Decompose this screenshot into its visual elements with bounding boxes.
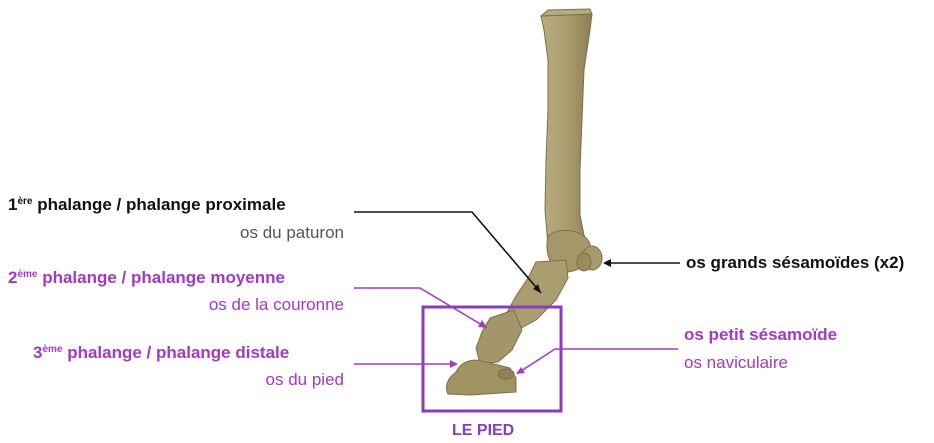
label-p1-title: 1ère phalange / phalange proximale (8, 195, 286, 215)
leader-line-p1 (354, 212, 541, 293)
label-p3-suffix: ème (42, 344, 62, 355)
navicular-bone (498, 369, 514, 379)
leader-line-petit-sesamoide (516, 349, 678, 374)
label-grands-sesamoides: os grands sésamoïdes (x2) (686, 253, 904, 273)
leader-line-p3 (354, 360, 458, 368)
label-petit-sesamoide-title: os petit sésamoïde (684, 325, 837, 345)
label-p2-title: 2ème phalange / phalange moyenne (8, 268, 285, 288)
label-petit-sesamoide-subtitle: os naviculaire (684, 353, 788, 373)
cannon-bone (541, 9, 592, 252)
second-phalanx-bone (476, 310, 522, 364)
label-p1-subtitle: os du paturon (120, 223, 344, 243)
label-p1-text: phalange / phalange proximale (32, 195, 285, 214)
label-p3-subtitle: os du pied (120, 370, 344, 390)
label-p2-subtitle: os de la couronne (120, 295, 344, 315)
label-p2-text: phalange / phalange moyenne (37, 268, 285, 287)
label-p1-suffix: ère (17, 196, 32, 207)
leader-line-grands-sesamoides (603, 259, 680, 267)
label-p2-suffix: ème (17, 269, 37, 280)
label-le-pied: LE PIED (452, 421, 514, 441)
label-p3-title: 3ème phalange / phalange distale (33, 343, 289, 363)
label-p3-text: phalange / phalange distale (62, 343, 289, 362)
